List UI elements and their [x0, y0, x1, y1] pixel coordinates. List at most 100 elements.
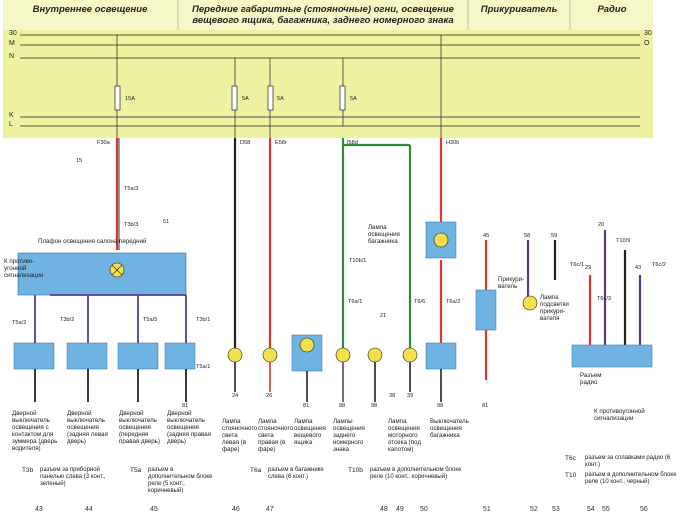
- conn-t5a2: T5a/2: [12, 320, 27, 326]
- fuse-box-area: [3, 30, 653, 138]
- dome-light-box: [17, 252, 187, 296]
- conn-f30a: F30a: [97, 140, 110, 146]
- pin-98-b: 98: [371, 403, 378, 409]
- fuse-label-5a-1: 5A: [242, 96, 249, 102]
- pin-29: 29: [585, 265, 592, 271]
- pin-58: 58: [524, 233, 531, 239]
- caption-engine-lamp: Лампа освещения моторного отсека (под ка…: [388, 418, 421, 453]
- column-number: 49: [396, 506, 404, 513]
- bus-label-m: M: [9, 40, 15, 47]
- column-number: 44: [85, 506, 93, 513]
- legend-t5a: разъем в дополнительном блоке реле (5 ко…: [148, 467, 213, 494]
- column-number: 53: [552, 506, 560, 513]
- pin-81-c: 81: [482, 403, 489, 409]
- ground-wires: [234, 362, 442, 402]
- legend-t10b: разъем в дополнительном блоке реле (10 к…: [370, 467, 462, 480]
- legend-code-t6c: T6c: [565, 455, 576, 462]
- trunk-lamp-icon: [433, 232, 449, 248]
- caption-parking-right: Лампа стояночного света правая (в фаре): [258, 418, 294, 453]
- column-number: 51: [483, 506, 491, 513]
- pin-26: 26: [266, 393, 273, 399]
- parking-lamp-left-icon: [227, 347, 243, 363]
- fuse-15a: [114, 85, 121, 111]
- header-lighter: Прикуриватель: [480, 4, 558, 15]
- legend-code-t10: T10: [565, 472, 577, 479]
- legend-code-t5a: T5a: [130, 467, 142, 474]
- pin-51: 51: [163, 219, 170, 225]
- legend-t10: разъем в дополнительном блоке реле (10 к…: [585, 472, 677, 485]
- pin-81-a: 81: [182, 403, 189, 409]
- caption-plate-lamps: Лампы освещения заднего номерного знака: [333, 418, 365, 453]
- conn-t6a1: T6a/1: [348, 299, 363, 305]
- caption-rear-left-door: Дверной выключатель освещения (задняя ле…: [67, 410, 108, 445]
- fuse-5a-3: [339, 85, 346, 111]
- column-number: 48: [380, 506, 388, 513]
- bus-label-n: N: [9, 53, 15, 60]
- fuse-label-15a: 15A: [125, 96, 135, 102]
- fuse-5a-2: [267, 85, 274, 111]
- caption-front-right-door: Дверной выключатель освещения (передняя …: [119, 410, 160, 445]
- pin-59: 59: [551, 233, 558, 239]
- conn-t5a5: T5a/5: [143, 317, 158, 323]
- lamps: [227, 232, 538, 363]
- trunk-lamp-label: Лампа освещения багажника: [368, 224, 400, 245]
- column-number: 47: [266, 506, 274, 513]
- header-interior: Внутреннее освещение: [32, 4, 148, 15]
- caption-parking-left: Лампа стояночного света левая (в фаре): [222, 418, 258, 453]
- fuse-label-5a-3: 5A: [350, 96, 357, 102]
- conn-t6a2: T6a/2: [446, 299, 461, 305]
- conn-d58: D58: [240, 140, 251, 146]
- header-radio: Радио: [597, 4, 627, 15]
- pin-81-b: 81: [303, 403, 310, 409]
- pin-38: 38: [389, 393, 396, 399]
- bus-label-30-right: 30: [644, 30, 652, 37]
- pin-98-c: 98: [437, 403, 444, 409]
- legend-code-t6a: T6a: [250, 467, 262, 474]
- column-number: 45: [150, 506, 158, 513]
- column-number: 46: [232, 506, 240, 513]
- caption-trunk-switch: Выключатель освещения багажника: [430, 418, 469, 439]
- parking-lamp-right-icon: [262, 347, 278, 363]
- lighter-label: Прикури-ватель: [498, 276, 525, 290]
- fuses: [114, 35, 442, 138]
- power-bus: [20, 34, 640, 127]
- conn-t3b3: T3b/3: [124, 222, 139, 228]
- conn-t3b1: T3b/1: [196, 317, 211, 323]
- caption-driver-door: Дверной выключатель освещения с контакто…: [12, 410, 58, 452]
- legend-t6c: разъем за сплавками радио (6 конт.): [585, 455, 671, 468]
- feeder-wires: [115, 138, 642, 380]
- header-band: [3, 0, 653, 30]
- column-number: 56: [640, 506, 648, 513]
- legend-t3b: разъем за приборной панелью слева (3 кон…: [40, 467, 106, 487]
- column-number: 50: [420, 506, 428, 513]
- legend-t6a: разъем в багажнике слева (6 конт.): [268, 467, 324, 480]
- conn-e58: E58r: [275, 140, 287, 146]
- bus-label-o-right: O: [644, 40, 650, 47]
- pin-15: 15: [76, 158, 83, 164]
- conn-t10b1: T10b/1: [349, 258, 367, 264]
- door-wires: [34, 294, 187, 402]
- alarm2-label: К противоугонной сигнализации: [594, 408, 645, 422]
- fuse-label-5a-2: 5A: [277, 96, 284, 102]
- bus-label-l: L: [9, 121, 13, 128]
- glovebox-lamp-icon: [299, 337, 315, 353]
- conn-t66: T6/6: [414, 299, 426, 305]
- lighter-box: [475, 289, 497, 331]
- conn-t5a1: T5a/1: [196, 364, 211, 370]
- conn-t6c1: T6c/1: [570, 262, 584, 268]
- fuse-5a-1: [231, 85, 238, 111]
- caption-glovebox: Лампа освещения вещевого ящика: [294, 418, 326, 446]
- lighter-lamp-label: Лампа подсветки прикури-вателя: [540, 294, 569, 322]
- conn-t6c3: T6c/3: [597, 296, 611, 302]
- engine-lamp-icon: [402, 347, 418, 363]
- pin-98-a: 98: [339, 403, 346, 409]
- conn-t6c2: T6c/2: [652, 262, 666, 268]
- pin-39: 39: [407, 393, 414, 399]
- column-number: 54: [587, 506, 595, 513]
- legend-code-t10b: T10b: [348, 467, 363, 474]
- header-parking: Передние габаритные (стояночные) огни, о…: [192, 4, 454, 26]
- pin-43: 43: [635, 265, 642, 271]
- column-number: 52: [530, 506, 538, 513]
